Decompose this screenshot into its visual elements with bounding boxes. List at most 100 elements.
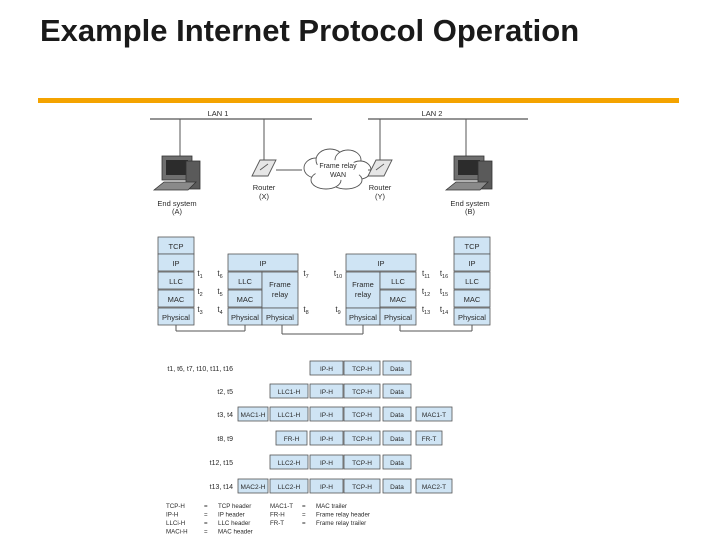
legend-entry: LLCi-H — [166, 520, 185, 527]
pdu-cell — [309, 430, 344, 446]
stack-router-y-left-fr-label: Frame — [352, 280, 374, 289]
stack-end-a-layer-label: IP — [172, 259, 179, 268]
legend-entry: LLC header — [218, 520, 250, 527]
end-system-a-icon-keyboard — [152, 181, 197, 191]
time-mark-x-out: t7 — [303, 269, 308, 280]
time-mark-b: t15 — [440, 287, 448, 298]
pdu-cell — [382, 383, 412, 399]
legend-entry: IP-H — [166, 512, 178, 519]
pdu-cell-label: IP-H — [320, 366, 333, 373]
stack-router-x-right-phys-label: Physical — [266, 313, 294, 322]
stack-end-a-layer-label: LLC — [169, 277, 183, 286]
end-system-b-label: End system — [450, 199, 489, 208]
time-mark-b: t14 — [440, 305, 448, 316]
time-mark-y-in: t9 — [335, 305, 340, 316]
pdu-cell-label: LLC2-H — [278, 460, 301, 467]
stack-router-y-right-label: Physical — [384, 313, 412, 322]
stack-router-x-right-fr-layer — [261, 271, 299, 309]
router-y-label: Router — [369, 183, 392, 192]
pdu-cell — [343, 383, 381, 399]
pdu-cell-label: FR-H — [284, 436, 300, 443]
lan2-label: LAN 2 — [422, 109, 443, 118]
pdu-cell — [343, 478, 381, 494]
time-mark-x-in: t5 — [217, 287, 222, 298]
stack-router-y-left-fr-layer — [345, 271, 381, 309]
time-mark-b: t16 — [440, 269, 448, 280]
end-system-b-icon-screen — [458, 160, 480, 175]
pdu-cell-label: IP-H — [320, 389, 333, 396]
legend-entry: MAC header — [218, 529, 253, 536]
pdu-cell — [343, 360, 381, 376]
pdu-cell — [269, 383, 309, 399]
stack-router-x-ip-layer — [227, 253, 299, 272]
pdu-cell-label: MAC2-H — [241, 484, 266, 491]
router-x-icon-arrow — [259, 163, 269, 171]
stack-end-b-layer-label: IP — [468, 259, 475, 268]
pdu-cell-label: TCP-H — [352, 412, 372, 419]
time-mark-y-out: t11 — [422, 269, 430, 280]
end-system-a-id: (A) — [172, 207, 183, 216]
stack-end-b-layer — [453, 271, 491, 290]
legend-entry: FR-T — [270, 520, 284, 527]
pdu-row-label: t2, t5 — [217, 389, 233, 396]
pdu-cell-label: MAC1-T — [422, 412, 446, 419]
pdu-row-label: t1, t6, t7, t10, t11, t16 — [167, 366, 233, 373]
slide-title: Example Internet Protocol Operation — [40, 13, 580, 48]
stack-end-b-layer — [453, 289, 491, 308]
stack-end-b-layer-label: LLC — [465, 277, 479, 286]
pdu-row-label: t8, t9 — [217, 436, 233, 443]
stack-router-y-right-label: LLC — [391, 277, 405, 286]
end-system-b-id: (B) — [465, 207, 476, 216]
stack-end-a-layer — [157, 289, 195, 308]
pdu-cell — [382, 406, 412, 422]
legend-entry: = — [204, 512, 208, 519]
time-mark-a: t2 — [197, 287, 202, 298]
stack-router-y-right-layer — [379, 271, 417, 290]
legend-entry: = — [204, 503, 208, 510]
router-y-icon — [367, 159, 393, 177]
pdu-cell — [309, 360, 344, 376]
pdu-cell — [382, 360, 412, 376]
legend-entry: = — [302, 512, 306, 519]
end-system-b-icon-keyboard — [444, 181, 489, 191]
stack-router-y-ip-layer — [345, 253, 417, 272]
pdu-cell-label: TCP-H — [352, 460, 372, 467]
router-x-id: (X) — [259, 192, 270, 201]
time-mark-y-out: t13 — [422, 305, 430, 316]
stack-router-y-left-phys-label: Physical — [349, 313, 377, 322]
pdu-cell — [275, 430, 308, 446]
router-x-icon — [251, 159, 277, 177]
legend-entry: MAC trailer — [316, 503, 347, 510]
time-mark-y-out: t12 — [422, 287, 430, 298]
pdu-cell-label: Data — [390, 366, 404, 373]
stack-router-x-left-label: Physical — [231, 313, 259, 322]
lan1-label: LAN 1 — [208, 109, 229, 118]
legend-entry: Frame relay trailer — [316, 520, 366, 527]
frame-relay-wan-cloud — [303, 148, 372, 190]
pdu-cell-label: Data — [390, 484, 404, 491]
legend-entry: IP header — [218, 512, 245, 519]
pdu-cell — [309, 478, 344, 494]
stack-router-y-left-fr-label2: relay — [355, 290, 372, 299]
end-system-a-icon-screen — [166, 160, 188, 175]
legend-entry: Frame relay header — [316, 512, 370, 519]
pdu-cell-label: TCP-H — [352, 366, 372, 373]
pdu-cell — [343, 454, 381, 470]
router-y-icon-arrow — [375, 163, 385, 171]
pdu-cell-label: IP-H — [320, 484, 333, 491]
pdu-cell — [309, 383, 344, 399]
stack-router-x-right-fr-label2: relay — [272, 290, 289, 299]
pdu-cell — [269, 454, 309, 470]
legend-entry: FR-H — [270, 512, 285, 519]
end-system-a-label: End system — [157, 199, 196, 208]
time-mark-x-out: t8 — [303, 305, 308, 316]
stack-router-y-right-label: MAC — [390, 295, 407, 304]
stack-router-x-right-phys-layer — [261, 307, 299, 326]
pdu-cell-label: Data — [390, 460, 404, 467]
pdu-cell-label: Data — [390, 412, 404, 419]
legend-entry: MACi-H — [166, 529, 188, 536]
stack-end-a-layer — [157, 271, 195, 290]
pdu-cell-label: FR-T — [422, 436, 437, 443]
stack-router-x-left-label: LLC — [238, 277, 252, 286]
